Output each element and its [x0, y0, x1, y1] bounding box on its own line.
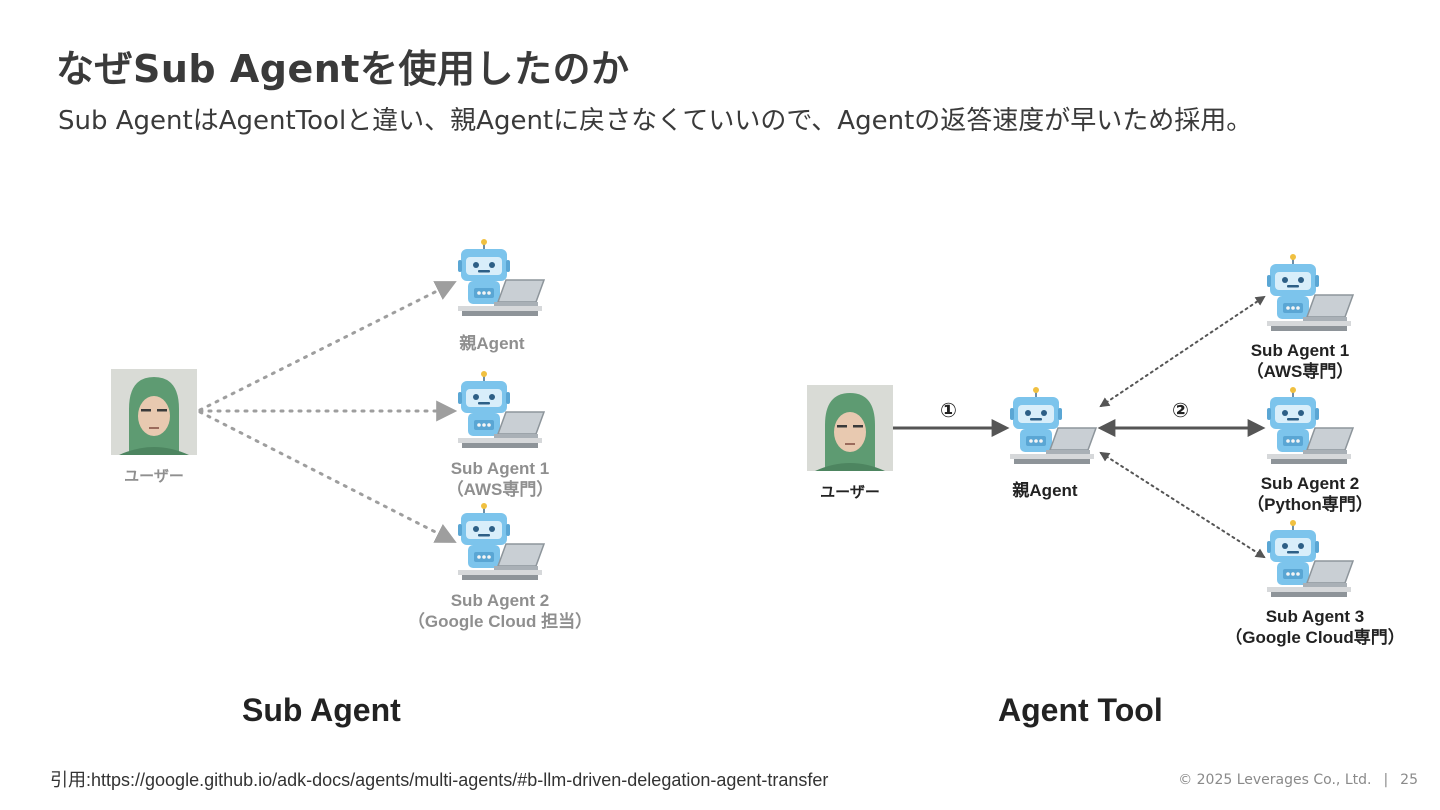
left-sub1-name: Sub Agent 1 [400, 458, 600, 479]
right-user-label: ユーザー [800, 482, 900, 503]
left-sub2-robot-icon [458, 503, 544, 580]
left-diagram [111, 239, 544, 580]
copyright-text: © 2025 Leverages Co., Ltd. [1178, 772, 1371, 788]
slide-title: なぜSub Agentを使用したのか [56, 38, 629, 93]
left-sub2-label: Sub Agent 2 （Google Cloud 担当） [390, 590, 610, 632]
left-parent-robot-icon [458, 239, 544, 316]
left-arrow-to-parent [200, 283, 453, 410]
left-sub2-name: Sub Agent 2 [390, 590, 610, 611]
right-sub2-role: （Python専門） [1210, 494, 1410, 515]
left-section-label: Sub Agent [242, 692, 401, 729]
footer-separator: | [1383, 772, 1388, 788]
right-sub2-name: Sub Agent 2 [1210, 473, 1410, 494]
right-parent-label: 親Agent [985, 480, 1105, 501]
slide-subtitle: Sub AgentはAgentToolと違い、親Agentに戻さなくていいので、… [58, 100, 1252, 137]
footer-copyright: © 2025 Leverages Co., Ltd. | 25 [1178, 772, 1418, 788]
right-sub2-robot-icon [1267, 387, 1353, 464]
left-sub1-role: （AWS専門） [400, 479, 600, 500]
right-sub3-role: （Google Cloud専門） [1205, 627, 1425, 648]
right-parent-robot-icon [1010, 387, 1096, 464]
page-number: 25 [1400, 772, 1418, 788]
left-sub1-robot-icon [458, 371, 544, 448]
right-sub3-name: Sub Agent 3 [1205, 606, 1425, 627]
right-sub3-robot-icon [1267, 520, 1353, 597]
left-sub1-label: Sub Agent 1 （AWS専門） [400, 458, 600, 500]
left-user-photo [111, 369, 197, 455]
step-1-marker: ① [940, 398, 957, 422]
right-user-photo [807, 385, 893, 471]
right-sub1-name: Sub Agent 1 [1210, 340, 1390, 361]
right-sub1-robot-icon [1267, 254, 1353, 331]
right-sub3-label: Sub Agent 3 （Google Cloud専門） [1205, 606, 1425, 648]
left-parent-label: 親Agent [432, 333, 552, 354]
right-sub1-label: Sub Agent 1 （AWS専門） [1210, 340, 1390, 382]
step-2-marker: ② [1172, 398, 1189, 422]
right-sub2-label: Sub Agent 2 （Python専門） [1210, 473, 1410, 515]
right-sub1-role: （AWS専門） [1210, 361, 1390, 382]
left-user-label: ユーザー [104, 466, 204, 487]
citation-link[interactable]: 引用:https://google.github.io/adk-docs/age… [50, 766, 828, 792]
left-sub2-role: （Google Cloud 担当） [390, 611, 610, 632]
right-section-label: Agent Tool [998, 692, 1163, 729]
right-diagram [807, 254, 1353, 597]
